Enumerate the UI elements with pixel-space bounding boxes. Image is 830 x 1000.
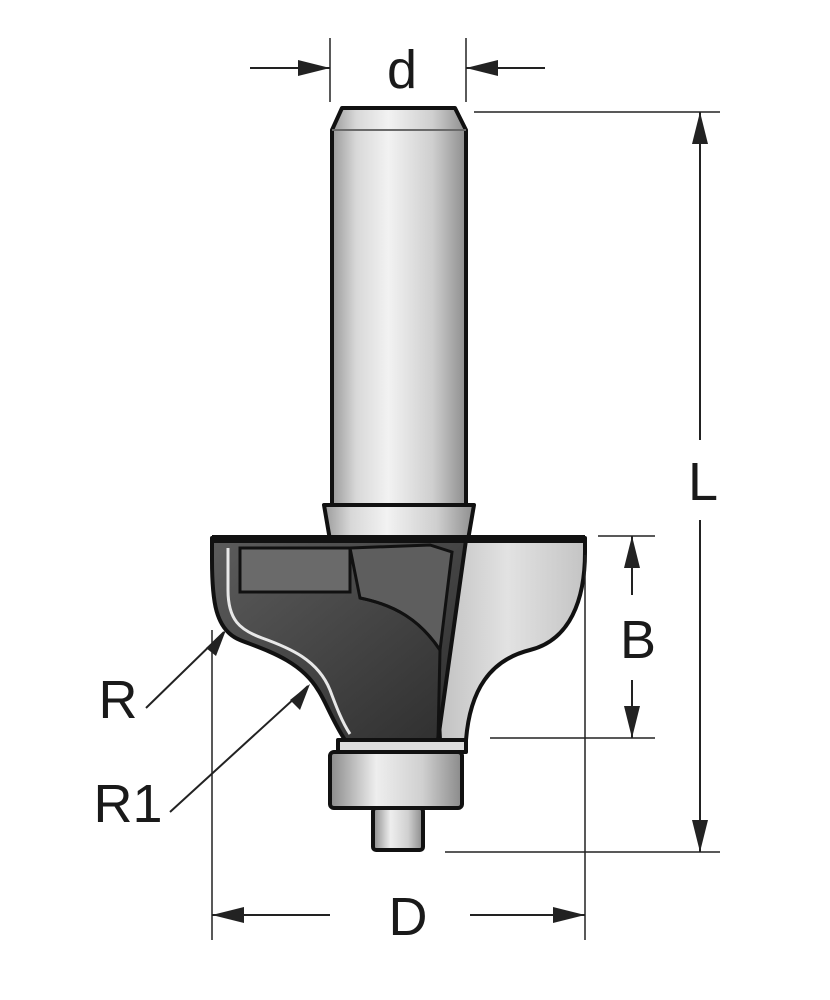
dimension-L: L	[445, 111, 720, 853]
carbide-cutting-edge	[210, 536, 468, 742]
dimension-B: B	[490, 535, 656, 739]
cutter-body	[428, 536, 587, 742]
dimension-D: D	[211, 555, 586, 947]
dimension-d: d	[250, 38, 545, 102]
shank-neck	[322, 503, 476, 542]
guide-bearing	[328, 750, 464, 810]
leader-R: R	[99, 630, 226, 730]
label-R1: R1	[93, 774, 162, 834]
top-rim	[212, 535, 585, 543]
label-L: L	[688, 452, 718, 512]
label-d: d	[387, 40, 417, 100]
label-B: B	[620, 610, 656, 670]
label-D: D	[389, 887, 428, 947]
label-R: R	[99, 670, 138, 730]
bearing-screw	[371, 806, 425, 852]
leader-R1: R1	[93, 684, 310, 834]
shank	[330, 106, 468, 507]
